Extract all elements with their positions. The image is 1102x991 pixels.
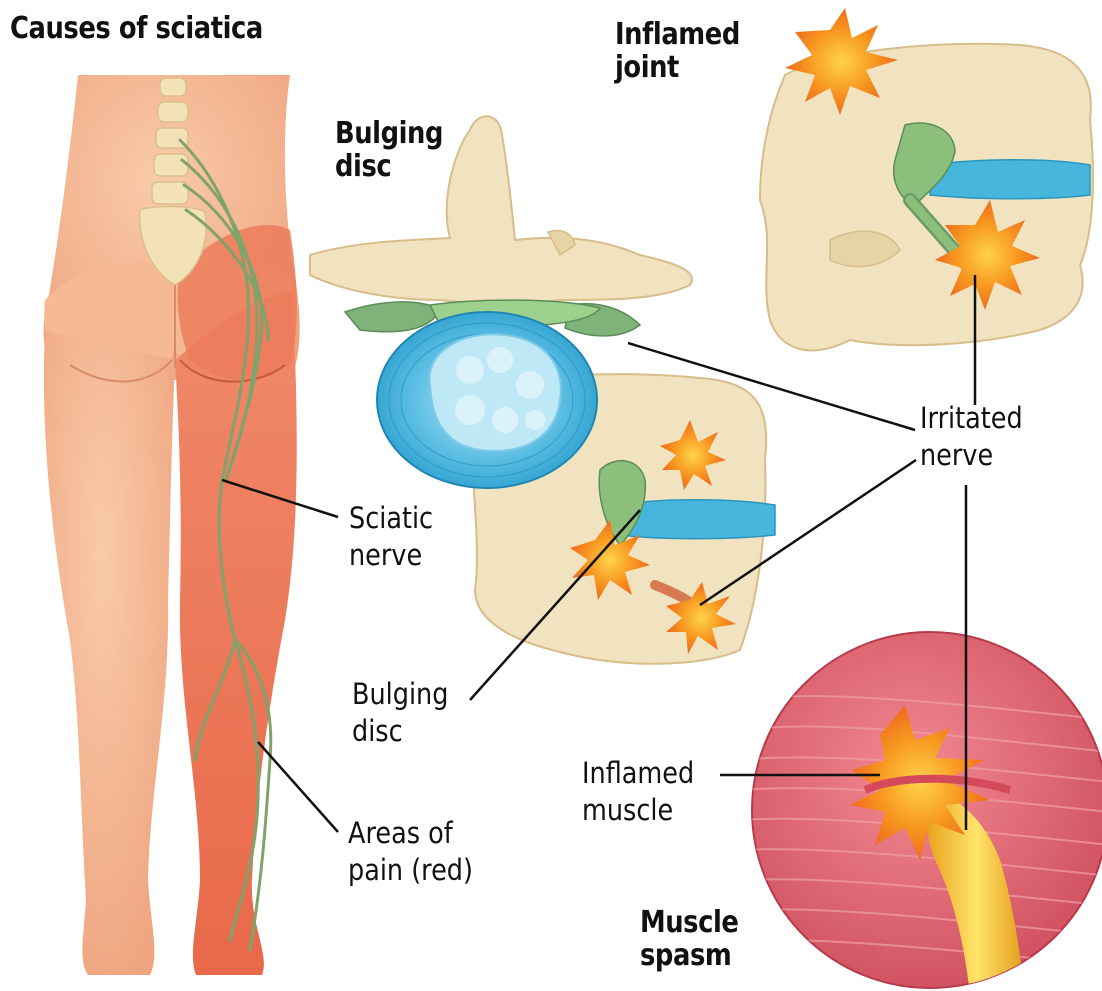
inflamed-joint-illustration xyxy=(760,8,1093,350)
label-bulging-disc-line-1: Bulging xyxy=(352,676,448,713)
muscle-spasm-illustration xyxy=(740,632,1102,991)
label-inflamed-muscle-line-2: muscle xyxy=(582,792,694,829)
heading-muscle-spasm: Muscle spasm xyxy=(640,906,738,972)
label-sciatic-nerve-line-2: nerve xyxy=(349,537,433,574)
label-irritated-nerve: Irritated nerve xyxy=(920,400,1023,474)
label-sciatic-nerve: Sciatic nerve xyxy=(349,500,433,574)
heading-muscle-spasm-line-1: Muscle xyxy=(640,906,738,939)
right-leg-pain-area xyxy=(175,290,297,975)
heading-inflamed-joint: Inflamed joint xyxy=(615,18,740,84)
label-bulging-disc: Bulging disc xyxy=(352,676,448,750)
label-inflamed-muscle: Inflamed muscle xyxy=(582,755,694,829)
left-leg xyxy=(44,330,175,975)
label-areas-of-pain-line-2: pain (red) xyxy=(348,852,473,889)
label-areas-of-pain: Areas of pain (red) xyxy=(348,815,473,889)
heading-inflamed-joint-line-2: joint xyxy=(615,51,740,84)
label-sciatic-nerve-line-1: Sciatic xyxy=(349,500,433,537)
label-irritated-nerve-line-2: nerve xyxy=(920,437,1023,474)
label-areas-of-pain-line-1: Areas of xyxy=(348,815,473,852)
bulging-disc-illustration xyxy=(310,116,775,663)
label-inflamed-muscle-line-1: Inflamed xyxy=(582,755,694,792)
label-irritated-nerve-line-1: Irritated xyxy=(920,400,1023,437)
heading-bulging-disc: Bulging disc xyxy=(335,117,443,183)
label-bulging-disc-line-2: disc xyxy=(352,713,448,750)
heading-bulging-disc-line-1: Bulging xyxy=(335,117,443,150)
human-body-back-view xyxy=(44,75,300,975)
diagram-title: Causes of sciatica xyxy=(10,12,263,45)
heading-bulging-disc-line-2: disc xyxy=(335,150,443,183)
heading-muscle-spasm-line-2: spasm xyxy=(640,939,738,972)
heading-inflamed-joint-line-1: Inflamed xyxy=(615,18,740,51)
